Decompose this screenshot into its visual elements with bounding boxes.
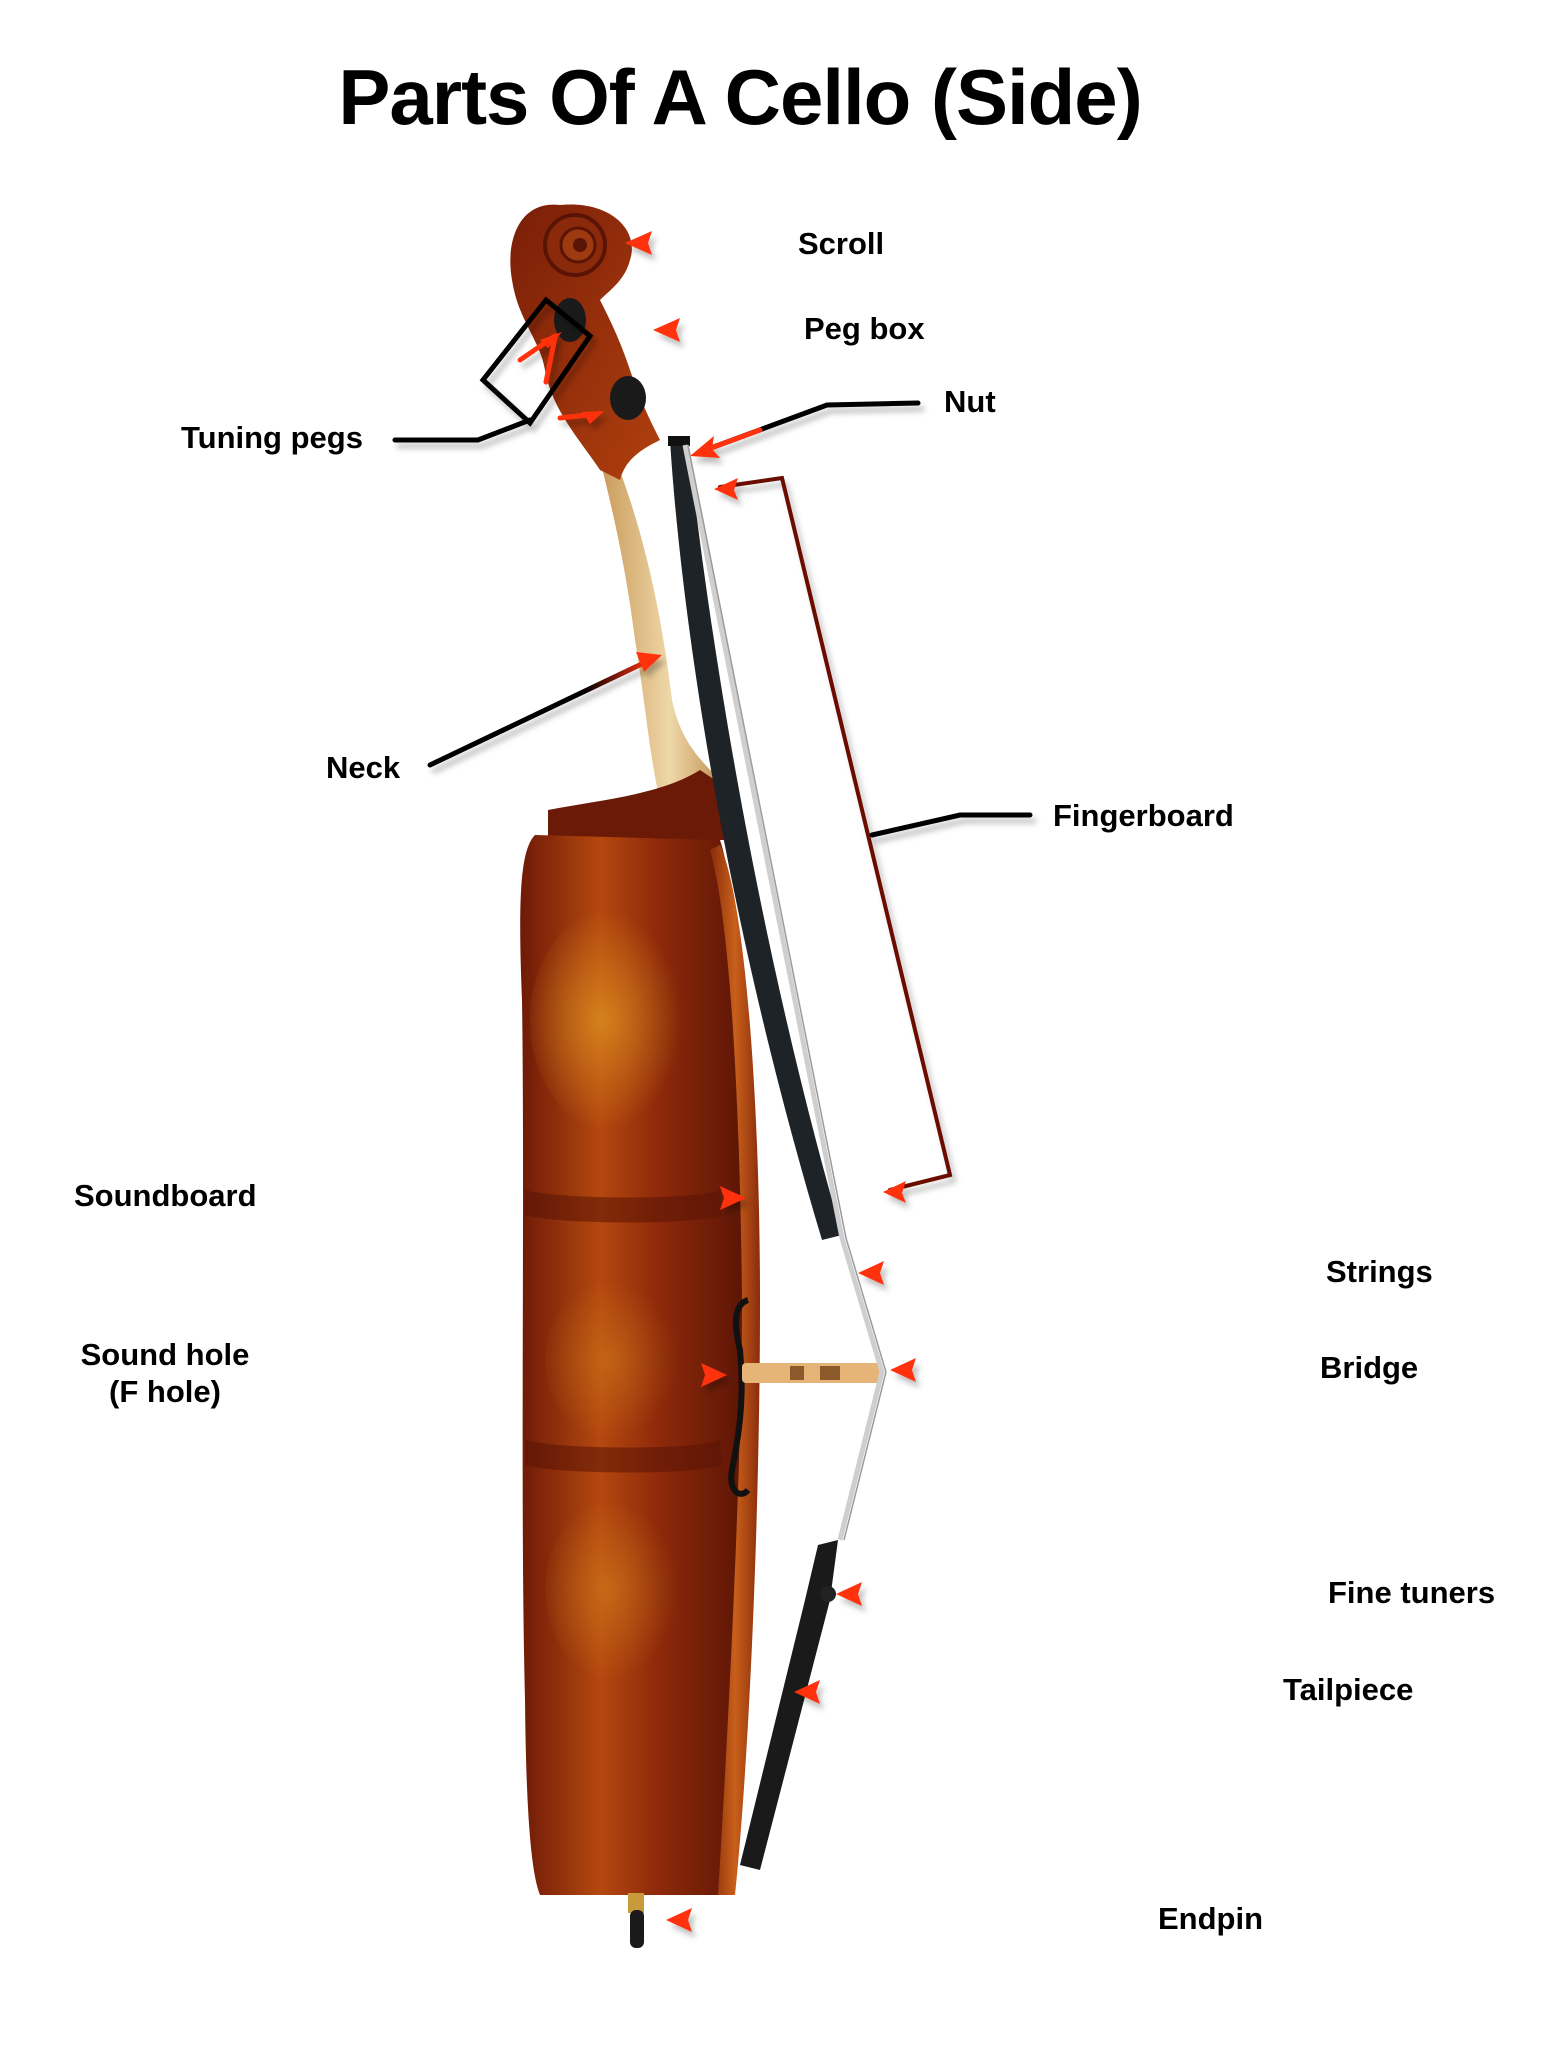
soundboard-shape	[710, 845, 760, 1895]
strings-shape	[682, 444, 885, 1541]
fine-tuner-shape	[820, 1586, 836, 1602]
label-bridge: Bridge	[1320, 1350, 1419, 1385]
diagram-title: Parts Of A Cello (Side)	[338, 53, 1142, 141]
label-scroll: Scroll	[798, 226, 885, 261]
label-sound-hole-line1: Sound hole	[80, 1337, 250, 1372]
label-peg-box: Peg box	[804, 311, 925, 346]
tailpiece-shape	[740, 1540, 838, 1870]
endpin-shape	[630, 1910, 644, 1948]
neck-shape	[600, 450, 740, 840]
label-neck: Neck	[326, 750, 401, 785]
label-tuning-pegs: Tuning pegs	[181, 420, 363, 455]
peg-lower	[610, 376, 646, 420]
f-hole-shape	[728, 1297, 751, 1497]
label-tailpiece: Tailpiece	[1283, 1672, 1414, 1707]
label-fingerboard: Fingerboard	[1053, 798, 1234, 833]
label-strings: Strings	[1326, 1254, 1433, 1289]
label-sound-hole: Sound hole (F hole)	[72, 1336, 258, 1410]
fingerboard-shape	[670, 440, 842, 1240]
label-soundboard: Soundboard	[74, 1178, 257, 1213]
label-sound-hole-line2: (F hole)	[109, 1374, 221, 1410]
label-nut: Nut	[944, 384, 996, 419]
label-fine-tuners: Fine tuners	[1328, 1575, 1496, 1610]
bridge-shape	[742, 1363, 882, 1383]
label-endpin: Endpin	[1158, 1901, 1264, 1936]
